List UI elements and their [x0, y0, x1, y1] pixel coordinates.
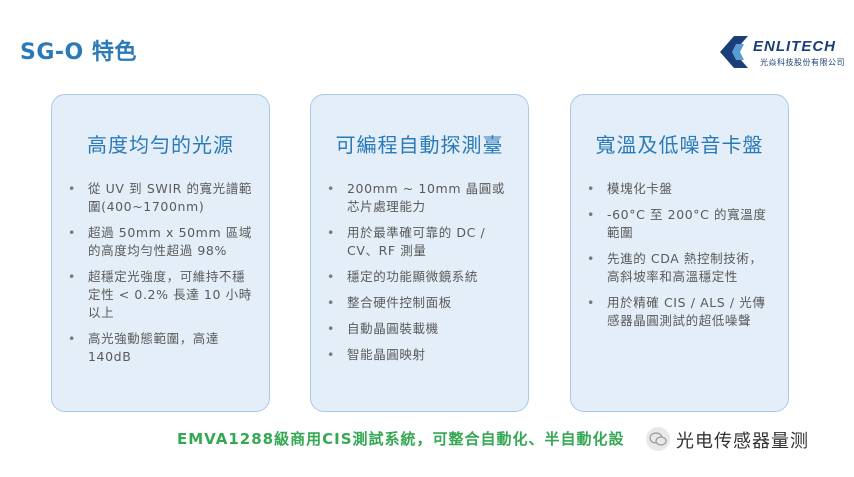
list-item: • 自動晶圓裝載機: [325, 320, 514, 338]
feature-list: • 200mm ~ 10mm 晶圓或芯片處理能力 • 用於最準確可靠的 DC / C…: [325, 180, 514, 372]
footer-caption: EMVA1288級商用CIS測試系統，可整合自動化、半自動化設: [177, 430, 625, 448]
feature-card-chuck: 寬溫及低噪音卡盤 • 模塊化卡盤 • -60°C 至 200°C 的寬溫度範圍 • 先…: [570, 94, 789, 412]
list-item-text: 超過 50mm x 50mm 區域的高度均勻性超過 98%: [88, 225, 253, 258]
bullet-icon: •: [68, 181, 76, 196]
enlitech-logo-icon: [720, 36, 748, 68]
bullet-icon: •: [587, 295, 595, 310]
list-item: • 超穩定光強度，可維持不穩定性 < 0.2% 長達 10 小時以上: [66, 268, 255, 322]
list-item-text: 整合硬件控制面板: [347, 295, 452, 310]
list-item-text: -60°C 至 200°C 的寬溫度範圍: [607, 207, 767, 240]
list-item: • 高光強動態範圍，高達140dB: [66, 330, 255, 366]
bullet-icon: •: [327, 269, 335, 284]
list-item: • 超過 50mm x 50mm 區域的高度均勻性超過 98%: [66, 224, 255, 260]
bullet-icon: •: [587, 251, 595, 266]
card-title: 高度均勻的光源: [87, 133, 234, 157]
bullet-icon: •: [327, 295, 335, 310]
list-item: • 穩定的功能顯微鏡系統: [325, 268, 514, 286]
bullet-icon: •: [327, 181, 335, 196]
list-item-text: 智能晶圓映射: [347, 347, 426, 362]
bullet-icon: •: [327, 225, 335, 240]
logo-wordmark: ENLITECH: [753, 38, 836, 55]
card-title: 寬溫及低噪音卡盤: [595, 133, 764, 157]
list-item-text: 模塊化卡盤: [607, 181, 673, 196]
logo-subtitle: 光焱科技股份有限公司: [760, 58, 845, 67]
list-item-text: 穩定的功能顯微鏡系統: [347, 269, 479, 284]
slide-title: SG-O 特色: [20, 40, 137, 65]
bullet-icon: •: [587, 181, 595, 196]
bullet-icon: •: [68, 331, 76, 346]
list-item: • 從 UV 到 SWIR 的寬光譜範圍(400~1700nm): [66, 180, 255, 216]
list-item-text: 超穩定光強度，可維持不穩定性 < 0.2% 長達 10 小時以上: [88, 269, 252, 320]
feature-list: • 從 UV 到 SWIR 的寬光譜範圍(400~1700nm) • 超過 50mm…: [66, 180, 255, 374]
card-title: 可編程自動探測臺: [335, 133, 504, 157]
list-item-text: 先進的 CDA 熱控制技術，高斜坡率和高溫穩定性: [607, 251, 763, 284]
bullet-icon: •: [68, 269, 76, 284]
list-item-text: 用於最準確可靠的 DC / CV、RF 測量: [347, 225, 486, 258]
list-item: • 200mm ~ 10mm 晶圓或芯片處理能力: [325, 180, 514, 216]
list-item-text: 從 UV 到 SWIR 的寬光譜範圍(400~1700nm): [88, 181, 252, 214]
list-item-text: 自動晶圓裝載機: [347, 321, 439, 336]
bullet-icon: •: [587, 207, 595, 222]
list-item-text: 200mm ~ 10mm 晶圓或芯片處理能力: [347, 181, 505, 214]
feature-list: • 模塊化卡盤 • -60°C 至 200°C 的寬溫度範圍 • 先進的 CDA 熱控…: [585, 180, 774, 338]
list-item: • 整合硬件控制面板: [325, 294, 514, 312]
watermark-text: 光电传感器量测: [676, 431, 809, 452]
list-item: • 先進的 CDA 熱控制技術，高斜坡率和高溫穩定性: [585, 250, 774, 286]
feature-card-light-source: 高度均勻的光源 • 從 UV 到 SWIR 的寬光譜範圍(400~1700nm) …: [51, 94, 270, 412]
wechat-icon: [646, 427, 670, 451]
bullet-icon: •: [327, 347, 335, 362]
list-item: • 用於精確 CIS / ALS / 光傳感器晶圓測試的超低噪聲: [585, 294, 774, 330]
feature-card-probe-station: 可編程自動探測臺 • 200mm ~ 10mm 晶圓或芯片處理能力 • 用於最準確可…: [310, 94, 529, 412]
enlitech-logo: ENLITECH 光焱科技股份有限公司: [720, 36, 848, 70]
list-item: • 智能晶圓映射: [325, 346, 514, 364]
list-item-text: 用於精確 CIS / ALS / 光傳感器晶圓測試的超低噪聲: [607, 295, 766, 328]
list-item: • 用於最準確可靠的 DC / CV、RF 測量: [325, 224, 514, 260]
list-item: • -60°C 至 200°C 的寬溫度範圍: [585, 206, 774, 242]
list-item-text: 高光強動態範圍，高達140dB: [88, 331, 220, 364]
bullet-icon: •: [327, 321, 335, 336]
bullet-icon: •: [68, 225, 76, 240]
list-item: • 模塊化卡盤: [585, 180, 774, 198]
